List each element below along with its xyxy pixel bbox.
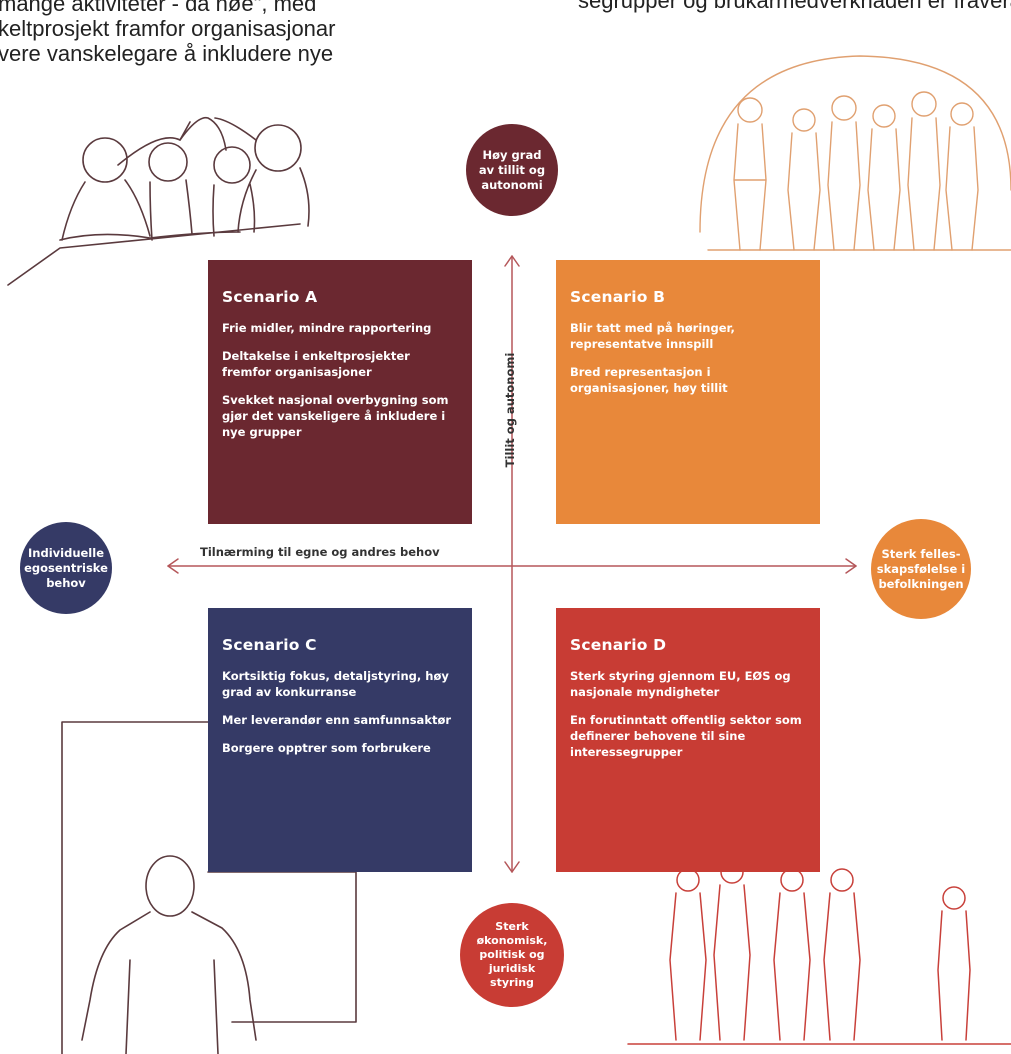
vertical-axis-label: Tillit og autonomi (503, 352, 517, 468)
pole-text: befolkningen (878, 576, 964, 591)
vertical-axis-arrow-bottom (504, 861, 520, 873)
pole-text: skapsfølelse i (876, 561, 966, 576)
pole-text: politisk og (479, 948, 545, 961)
body-line: segrupper og brukarmedverknaden er fråve… (578, 0, 1011, 13)
pole-text: Individuelle (28, 545, 104, 560)
pole-text: økonomisk, (476, 934, 548, 947)
high-five-group-illustration (7, 116, 310, 286)
scenario-title: Scenario A (222, 288, 318, 306)
scenario-c-box: Scenario C Kortsiktig fokus, detaljstyri… (208, 608, 472, 872)
pole-text: behov (46, 575, 86, 590)
scenario-b-box: Scenario B Blir tatt med på høringer, re… (556, 260, 820, 524)
pole-text: av tillit og (478, 162, 546, 177)
pole-right-circle: Sterk felles- skapsfølelse i befolkninge… (871, 519, 971, 619)
scenario-point: Kortsiktig fokus, detaljstyring, høy gra… (222, 669, 449, 699)
vertical-axis-arrow-top (504, 255, 520, 267)
pole-text: egosentriske (24, 560, 108, 575)
scenario-point: Blir tatt med på høringer, representatve… (570, 321, 735, 351)
scenario-point: Deltakelse i enkeltprosjekter fremfor or… (222, 349, 410, 379)
people-bottom-right-illustration (627, 860, 1011, 1045)
pole-text: Sterk (495, 920, 529, 933)
scenario-a-box: Scenario A Frie midler, mindre rapporter… (208, 260, 472, 524)
pole-text: autonomi (481, 177, 543, 192)
pole-text: Sterk felles- (881, 546, 961, 561)
scenario-point: Sterk styring gjennom EU, EØS og nasjona… (570, 669, 791, 699)
scenario-point: Mer leverandør enn samfunnsaktør (222, 713, 452, 727)
scenario-point: Borgere opptrer som forbrukere (222, 741, 431, 755)
scenario-point: En forutinntatt offentlig sektor som def… (570, 713, 802, 759)
pole-top-circle: Høy grad av tillit og autonomi (466, 124, 558, 216)
horizontal-axis-label: Tilnærming til egne og andres behov (200, 545, 440, 559)
body-text-right: segrupper og brukarmedverknaden er fråve… (578, 0, 1011, 13)
scenario-point: Bred representasjon i organisasjoner, hø… (570, 365, 728, 395)
scenario-point: Svekket nasjonal overbygning som gjør de… (222, 393, 449, 439)
pole-bottom-circle: Sterk økonomisk, politisk og juridisk st… (460, 903, 564, 1007)
person-bottom-left-illustration (61, 721, 357, 1054)
scenario-point: Frie midler, mindre rapportering (222, 321, 432, 335)
pole-text: Høy grad (482, 147, 542, 162)
pole-left-circle: Individuelle egosentriske behov (20, 522, 112, 614)
body-line: mange aktiviteter - da nøe", med (0, 0, 317, 16)
body-line: vere vanskelegare å inkludere nye (0, 41, 334, 66)
pole-text: styring (490, 976, 534, 989)
horizontal-axis-arrow-left (167, 558, 179, 574)
scenario-d-box: Scenario D Sterk styring gjennom EU, EØS… (556, 608, 820, 872)
crowd-arch-illustration (699, 55, 1011, 251)
body-text-left: mange aktiviteter - da nøe", med keltpro… (0, 0, 335, 66)
scenario-title: Scenario D (570, 636, 667, 654)
pole-text: juridisk (488, 962, 536, 975)
body-line: keltprosjekt framfor organisasjonar (0, 16, 336, 41)
horizontal-axis-arrow-right (845, 558, 857, 574)
scenario-title: Scenario B (570, 288, 666, 306)
scenario-title: Scenario C (222, 636, 317, 654)
